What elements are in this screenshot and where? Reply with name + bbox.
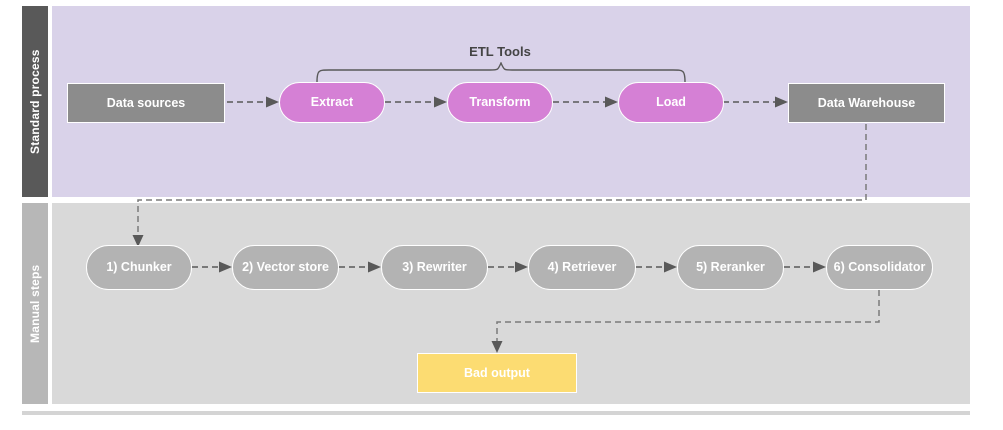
bottom-divider [22,411,970,415]
node-vector-store[interactable]: 2) Vector store [232,245,339,290]
node-data-warehouse[interactable]: Data Warehouse [788,83,945,123]
node-transform[interactable]: Transform [447,82,553,123]
node-load[interactable]: Load [618,82,724,123]
node-extract[interactable]: Extract [279,82,385,123]
lane-standard-process-label: Standard process [22,6,48,197]
node-data-sources[interactable]: Data sources [67,83,225,123]
node-reranker[interactable]: 5) Reranker [677,245,784,290]
etl-tools-bracket-icon [316,62,686,83]
node-consolidator[interactable]: 6) Consolidator [826,245,933,290]
node-chunker[interactable]: 1) Chunker [86,245,192,290]
node-bad-output[interactable]: Bad output [417,353,577,393]
node-retriever[interactable]: 4) Retriever [528,245,636,290]
lane-manual-steps-label: Manual steps [22,203,48,404]
etl-tools-bracket-label: ETL Tools [469,44,531,59]
node-rewriter[interactable]: 3) Rewriter [381,245,488,290]
